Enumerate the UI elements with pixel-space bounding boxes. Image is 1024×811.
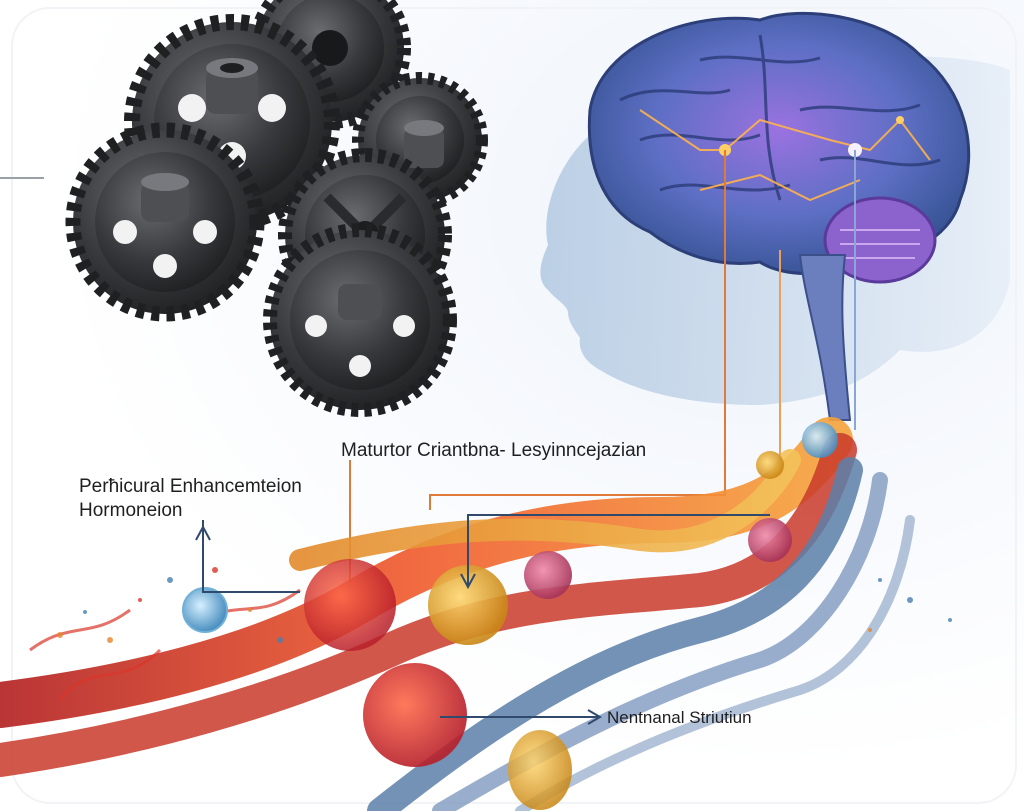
label-center: Maturtor Criantbna- Lesyinncejazian — [341, 440, 646, 462]
neuron-cell-blue — [183, 588, 227, 632]
neuron-cell-orange — [304, 559, 396, 651]
neuron-cell-red — [363, 663, 467, 767]
label-bottom-right: Nentnanal Striutiun — [607, 708, 752, 728]
label-left: Perħicural Enhancemteion Hormoneion — [79, 475, 302, 523]
neuron-cell-pink — [524, 551, 572, 599]
label-left-line2: Hormoneion — [79, 499, 302, 523]
label-left-line1: Perħicural Enhancemteion — [79, 475, 302, 499]
